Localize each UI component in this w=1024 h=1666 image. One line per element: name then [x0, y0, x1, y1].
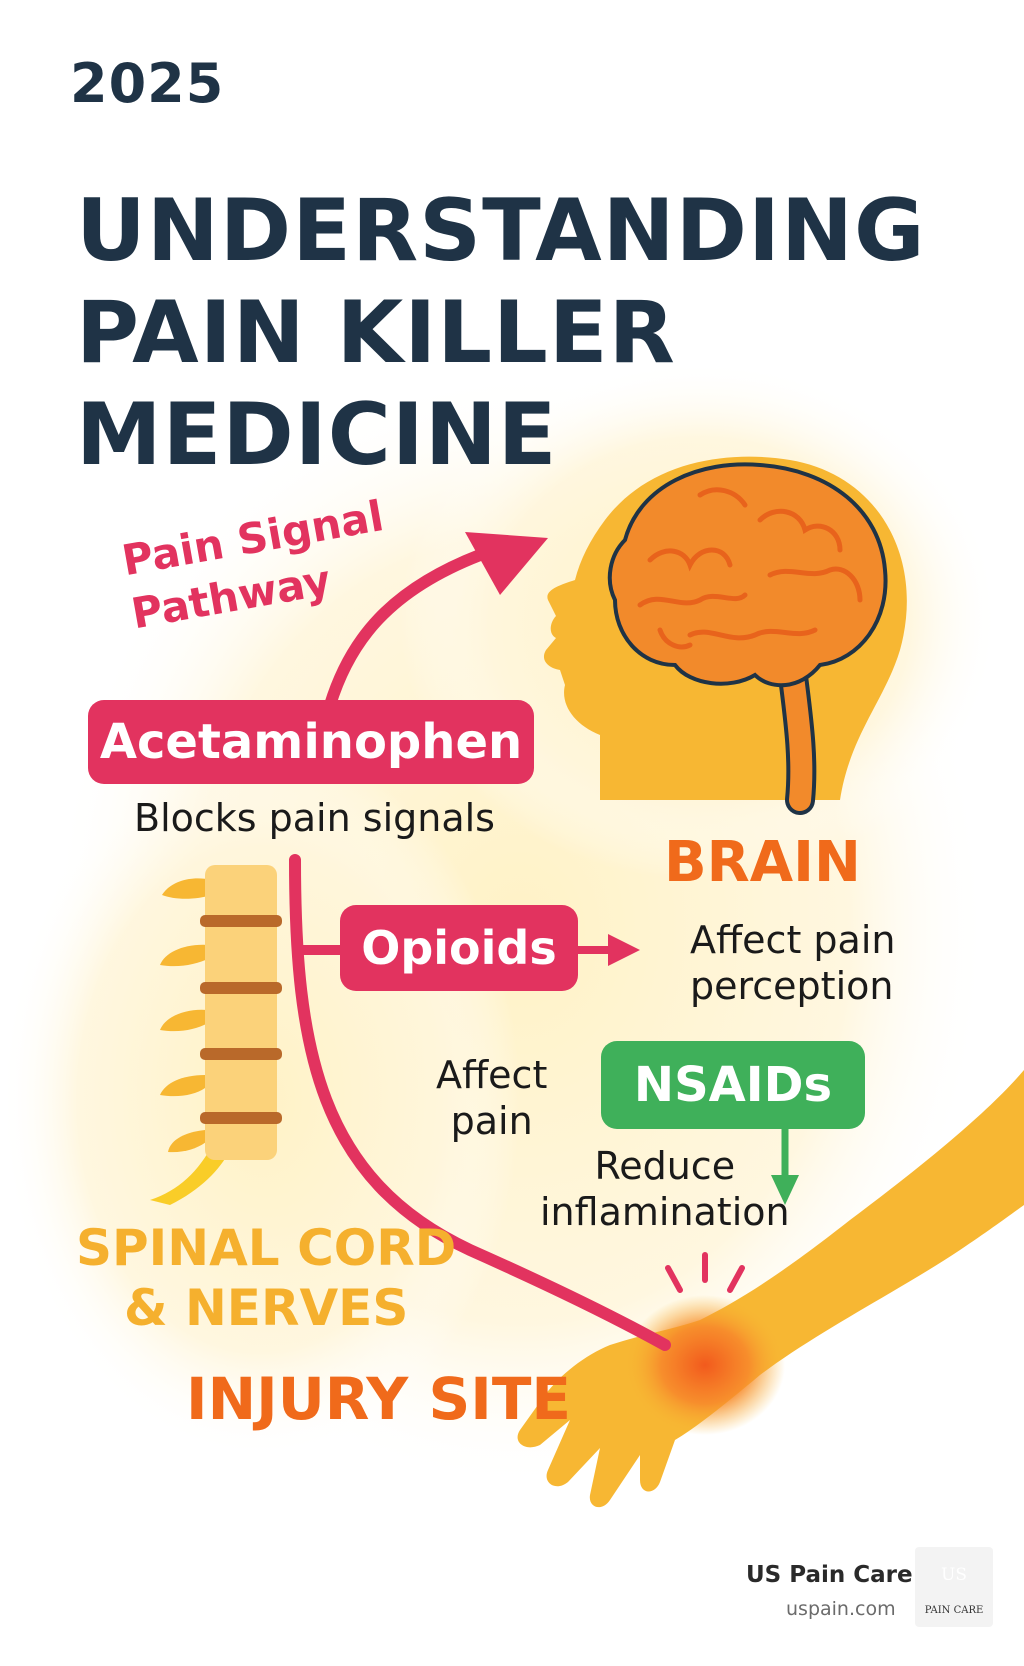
acetaminophen-badge: Acetaminophen — [88, 700, 534, 784]
affect-pain-line: pain — [450, 1099, 533, 1143]
year-label: 2025 — [70, 52, 225, 115]
signal-pathway — [289, 532, 799, 1351]
nsaids-effect: Reduce inflamination — [540, 1143, 790, 1235]
title-line: PAIN KILLER — [76, 283, 676, 383]
title-line: UNDERSTANDING — [76, 181, 926, 281]
opioids-badge: Opioids — [340, 905, 578, 991]
nsaids-effect-line: Reduce — [594, 1144, 736, 1188]
spinal-cord-label: SPINAL CORD & NERVES — [76, 1218, 456, 1338]
hand-arm-icon — [517, 1070, 1024, 1508]
title-line: MEDICINE — [76, 385, 558, 485]
brain-label: BRAIN — [664, 830, 861, 895]
brand-name: US Pain Care — [746, 1562, 913, 1588]
opioids-effect: Affect pain perception — [690, 917, 895, 1009]
brain-icon — [607, 462, 888, 815]
nsaids-effect-line: inflamination — [540, 1190, 790, 1234]
acetaminophen-effect: Blocks pain signals — [134, 796, 495, 840]
logo-caption: PAIN CARE — [924, 1605, 984, 1616]
logo-letters: US — [941, 1565, 967, 1585]
spine-icon — [150, 865, 282, 1205]
nsaids-badge: NSAIDs — [601, 1041, 865, 1129]
spinal-cord-label-line: & NERVES — [123, 1279, 409, 1337]
brand-logo: US PAIN CARE — [915, 1547, 993, 1627]
affect-pain-note: Affect pain — [436, 1052, 547, 1144]
opioids-effect-line: perception — [690, 964, 894, 1008]
brand-url: uspain.com — [786, 1598, 896, 1620]
opioids-effect-line: Affect pain — [690, 918, 896, 962]
spinal-cord-label-line: SPINAL CORD — [76, 1219, 457, 1277]
injury-site-label: INJURY SITE — [186, 1365, 572, 1433]
affect-pain-line: Affect — [436, 1053, 548, 1097]
page-title: UNDERSTANDING PAIN KILLER MEDICINE — [76, 180, 926, 486]
